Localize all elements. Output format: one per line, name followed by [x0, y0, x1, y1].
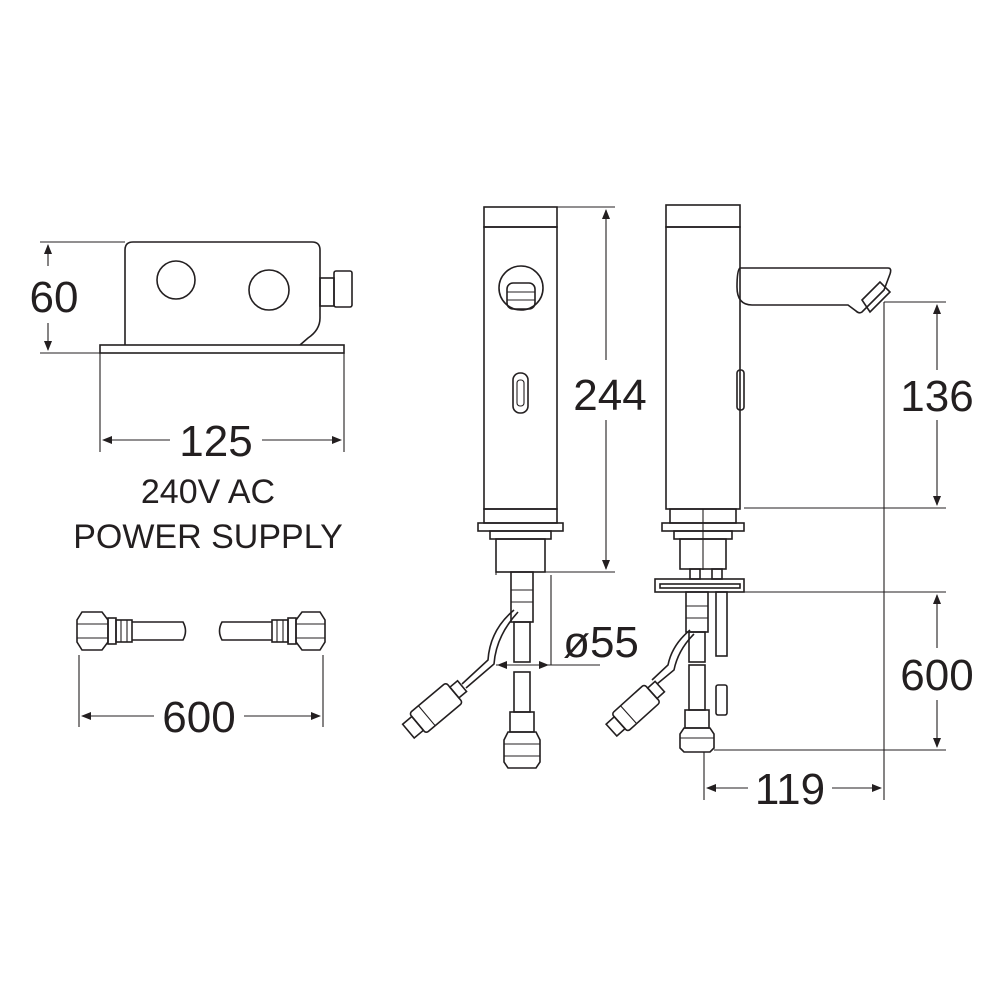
control-box-knob-left [156, 260, 196, 300]
dimension-spout-reach: 119 [706, 765, 882, 814]
tap-front-view [401, 206, 615, 769]
dim-label-hose-600: 600 [162, 693, 235, 742]
sensor-window [498, 265, 544, 311]
dim-label-244: 244 [573, 371, 646, 420]
dimension-hole-diameter: ø55 [497, 618, 639, 669]
dimension-spout-height: 136 [900, 304, 974, 506]
dimension-control-box-width: 125 [102, 417, 342, 466]
dimension-tail-length: 600 [900, 594, 974, 748]
flex-hose [76, 611, 326, 727]
dim-label-diameter-55: ø55 [563, 618, 639, 667]
power-supply-label-line2: POWER SUPPLY [73, 518, 343, 556]
dimension-tap-height: 244 [573, 209, 647, 570]
control-box [40, 241, 353, 452]
sensor-slot [512, 372, 529, 414]
dim-label-136: 136 [900, 372, 973, 421]
dim-label-60: 60 [30, 273, 79, 322]
dimension-hose-length: 600 [81, 693, 321, 742]
dim-label-125: 125 [179, 417, 252, 466]
dim-label-tail-600: 600 [900, 651, 973, 700]
power-supply-label-line1: 240V AC [141, 473, 275, 511]
tap-side-view [604, 204, 946, 800]
control-box-knob-right [248, 269, 290, 311]
dim-label-119: 119 [755, 765, 825, 814]
dimension-control-box-height: 60 [30, 244, 79, 351]
